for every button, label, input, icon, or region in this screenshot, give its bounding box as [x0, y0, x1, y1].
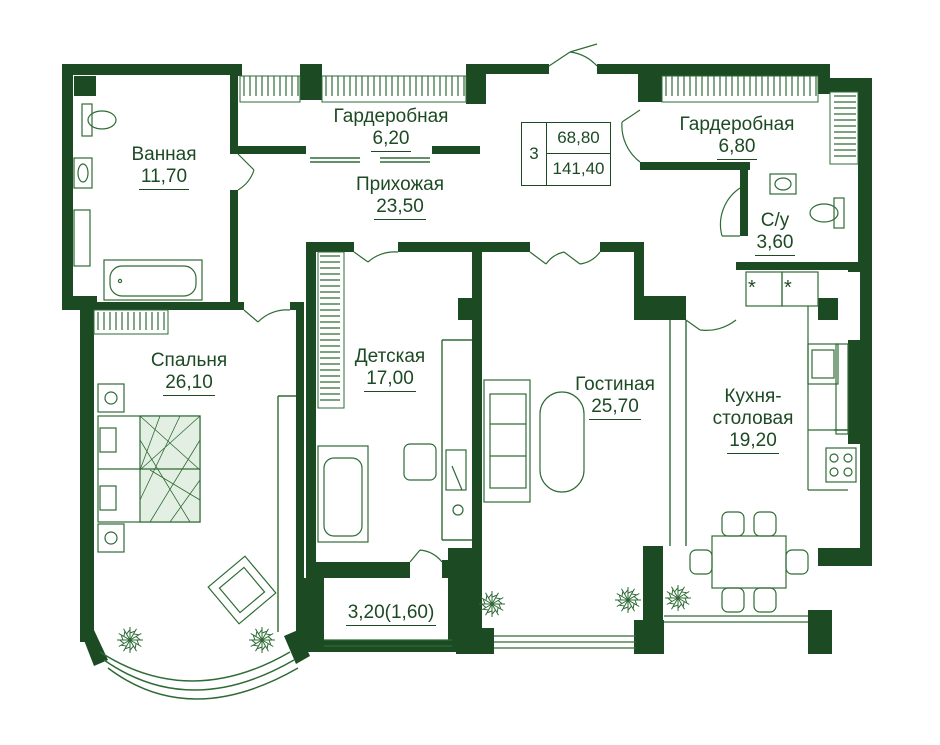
room-area: 3,20(1,60) [345, 602, 437, 626]
armchair-icon [207, 555, 277, 625]
bathtub-icon [103, 259, 203, 301]
window-lines [324, 615, 808, 649]
room-nursery: Детская 17,00 [340, 346, 440, 392]
room-area: 6,80 [716, 136, 758, 160]
bed-icon [97, 383, 201, 553]
room-name: Прихожая [355, 174, 445, 195]
room-area: 6,20 [370, 128, 412, 152]
inner-walls [94, 74, 862, 652]
room-name: Ванная [131, 144, 197, 165]
room-name: Детская [354, 346, 426, 367]
room-name: С/у [760, 210, 790, 231]
bay-window [99, 651, 299, 700]
total-area: 141,40 [547, 154, 611, 186]
plant-icon [117, 585, 691, 653]
bath-corner [74, 76, 96, 96]
sink-icon [73, 157, 849, 435]
room-name: Спальня [150, 350, 228, 371]
room-name-line1: Кухня- [724, 386, 782, 407]
wardrobe-hatch [97, 76, 856, 401]
room-area: 26,10 [163, 372, 215, 396]
desk-chair-icon [317, 443, 467, 543]
room-wc: С/у 3,60 [740, 210, 810, 256]
room-area: 23,50 [374, 196, 426, 220]
room-hallway: Прихожая 23,50 [330, 174, 470, 220]
living-area: 68,80 [547, 122, 611, 154]
room-count: 3 [521, 122, 547, 186]
outer-walls [62, 64, 872, 666]
room-area: 19,20 [727, 430, 779, 454]
room-name: Гардеробная [333, 106, 449, 127]
sliding-doors [277, 157, 848, 632]
svg-text:*: * [784, 277, 792, 299]
toilet-icon [81, 103, 845, 229]
room-living: Гостиная 25,70 [560, 374, 670, 420]
stove-icon [825, 447, 857, 483]
room-kitchen: Кухня- столовая 19,20 [698, 386, 808, 454]
room-area: 3,60 [754, 232, 796, 256]
wardrobe-icon [93, 75, 859, 409]
door-swing-icon [237, 43, 741, 563]
room-wardrobe-1: Гардеробная 6,20 [316, 106, 466, 152]
room-bedroom: Спальня 26,10 [134, 350, 244, 396]
svg-text:*: * [748, 277, 756, 299]
room-loggia: 3,20(1,60) [336, 602, 446, 626]
room-wardrobe-2: Гардеробная 6,80 [662, 114, 812, 160]
room-area: 11,70 [138, 166, 190, 190]
room-name: Гардеробная [679, 114, 795, 135]
room-name-line2: столовая [712, 408, 794, 429]
room-area: 25,70 [589, 396, 641, 420]
sofa-icon [483, 379, 531, 503]
room-area: 17,00 [364, 368, 416, 392]
coffee-table-icon [539, 391, 585, 493]
snowflake-marks: * * [748, 277, 792, 299]
area-summary: 3 68,80 141,40 [521, 122, 611, 186]
room-bathroom: Ванная 11,70 [124, 144, 204, 190]
room-name: Гостиная [575, 374, 655, 395]
dining-table-icon [689, 511, 809, 613]
kitchen-counter [745, 271, 848, 491]
